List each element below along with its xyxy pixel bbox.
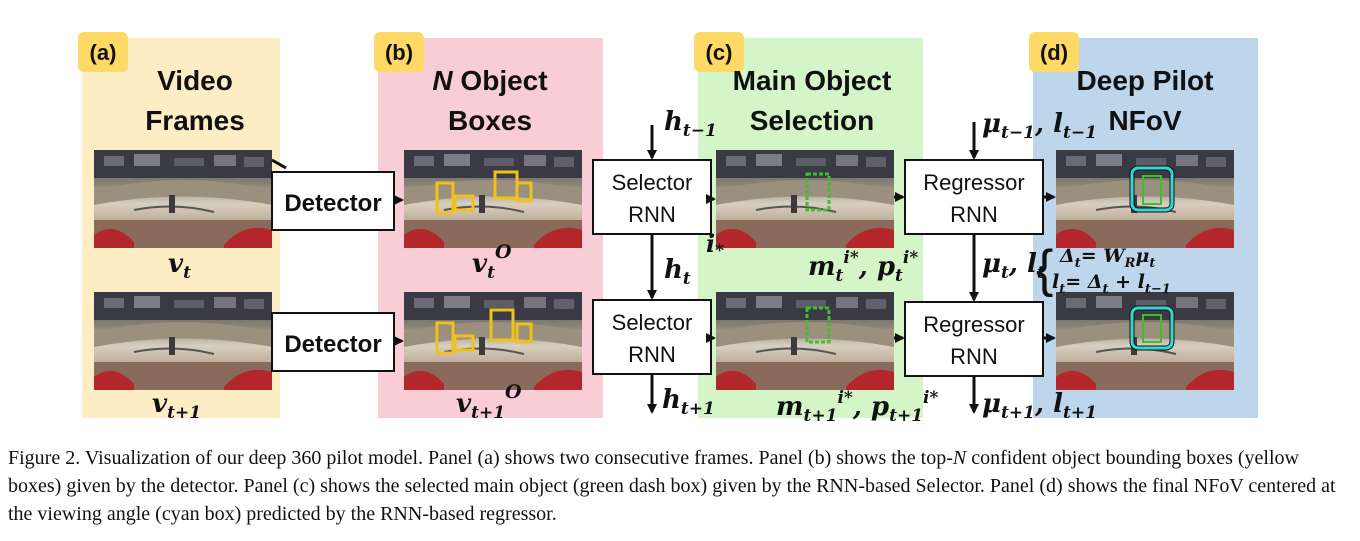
panel-c-tag-bg <box>694 32 744 72</box>
nfov-box-t1 <box>1129 305 1175 351</box>
panel-a-tag: (a) <box>90 40 117 65</box>
selector-label-t1-1: Selector <box>612 310 693 335</box>
panel-a-title-2: Frames <box>145 105 245 136</box>
diagram-canvas: (a) (b) (c) (d) Video Frames N Object Bo… <box>78 32 1258 426</box>
label-vo-t1: vt+1O <box>456 381 522 423</box>
panel-c-title-2: Selection <box>750 105 874 136</box>
panel-a-title-1: Video <box>157 65 233 96</box>
arrows <box>271 122 1056 414</box>
label-v-t1: vt+1 <box>152 389 201 423</box>
selector-label-t1-2: RNN <box>628 342 676 367</box>
nfov-box-t <box>1129 165 1175 213</box>
selector-label-t-1: Selector <box>612 170 693 195</box>
label-vo-t: vtO <box>472 241 512 283</box>
panel-b-tag: (b) <box>385 40 413 65</box>
selector-label-t-2: RNN <box>628 202 676 227</box>
detector-label-t1: Detector <box>284 331 381 358</box>
equation-delta: Δt= WRμt <box>1059 245 1155 271</box>
label-h-tm1: ht−1 <box>664 107 717 141</box>
label-h-t: ht <box>664 255 691 289</box>
figure-caption: Figure 2. Visualization of our deep 360 … <box>8 447 1336 525</box>
label-m-p-t1: mt+1i*, pt+1i* <box>776 388 939 426</box>
detector-block-t <box>271 171 395 231</box>
label-mu-l-t: μt, lt <box>982 249 1045 283</box>
label-mu-l-t1: μt+1, lt+1 <box>982 389 1097 423</box>
frame-a-t <box>93 149 273 249</box>
equation-l: lt= Δt + lt−1 <box>1052 271 1171 297</box>
object-boxes-t <box>435 170 533 215</box>
frame-b-t <box>403 149 583 249</box>
panel-b-tag-bg <box>374 32 424 72</box>
equation-brace: { <box>1036 240 1053 298</box>
label-v-t: vt <box>168 249 191 283</box>
main-object-box-t <box>805 172 831 212</box>
panel-b-title-2: Boxes <box>448 105 532 136</box>
label-i-star: i* <box>706 229 724 261</box>
detector-label-t: Detector <box>284 190 381 217</box>
panel-d-tag: (d) <box>1040 40 1068 65</box>
main-object-box-t1 <box>805 306 831 344</box>
frame-c-t <box>715 149 895 249</box>
regressor-block-t <box>904 159 1044 235</box>
regressor-label-t1-2: RNN <box>950 344 998 369</box>
panel-d-title-2: NFoV <box>1108 105 1181 136</box>
panel-a-tag-bg <box>78 32 128 72</box>
frame-c-t1 <box>715 291 895 391</box>
frame-d-t <box>1055 149 1235 249</box>
panel-d-tag-bg <box>1029 32 1079 72</box>
label-mu-l-tm1: μt−1, lt−1 <box>982 109 1097 143</box>
panel-c-tag: (c) <box>706 40 733 65</box>
label-h-t1: ht+1 <box>662 385 715 419</box>
frame-a-t1 <box>93 291 273 391</box>
label-m-p-t: mti*, pti* <box>808 248 918 286</box>
panel-b-title-1: N Object <box>432 65 547 96</box>
diagram: (a) (b) (c) (d) Video Frames N Object Bo… <box>78 32 1258 426</box>
regressor-label-t-1: Regressor <box>923 170 1024 195</box>
regressor-label-t1-1: Regressor <box>923 312 1024 337</box>
regressor-label-t-2: RNN <box>950 202 998 227</box>
panel-c-title-1: Main Object <box>733 65 892 96</box>
object-boxes-t1 <box>435 308 533 355</box>
selector-block-t <box>592 159 712 235</box>
panel-d-title-1: Deep Pilot <box>1077 65 1214 96</box>
